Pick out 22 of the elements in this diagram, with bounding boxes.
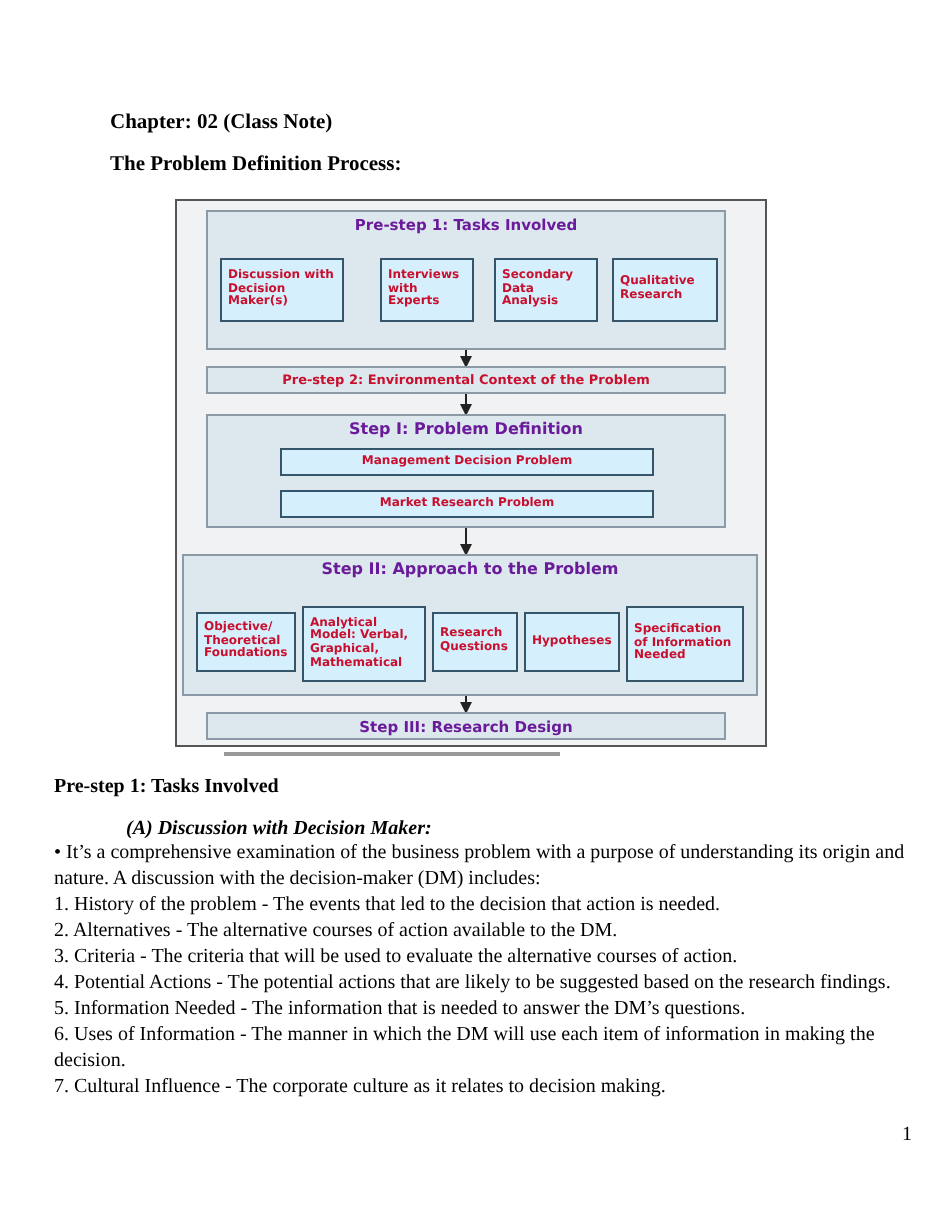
list-item: 6. Uses of Information - The manner in which the DM will use each item of information in making the decision. — [54, 1022, 877, 1074]
arrow — [460, 695, 472, 714]
title: Chapter: 02 (Class Note) — [110, 110, 333, 136]
paragraph: • It’s a comprehensive examination of the business problem with a purpose of understanding its origin and nature. A discussion with the decision-maker (DM) includes: — [54, 840, 907, 892]
list-item: 7. Cultural Influence - The corporate culture as it relates to decision making. — [54, 1074, 668, 1100]
heading: Pre-step 1: Tasks Involved — [54, 774, 281, 800]
group-panel — [182, 554, 758, 696]
page-number: 1 — [902, 1122, 914, 1148]
list-item: 1. History of the problem - The events that led to the decision that action is needed. — [54, 892, 723, 918]
group-title: Step I: Problem Definition — [349, 418, 583, 440]
group-panel — [206, 210, 726, 350]
list-item: 5. Information Needed - The information that is needed to answer the DM’s questions. — [54, 996, 748, 1022]
heading: The Problem Definition Process: — [110, 152, 404, 178]
group-title: Step II: Approach to the Problem — [321, 558, 619, 582]
arrow — [460, 393, 472, 416]
arrow — [460, 527, 472, 556]
group-panel — [206, 414, 726, 528]
list-item: 2. Alternatives - The alternative courses of action available to the DM. — [54, 918, 620, 944]
arrow — [460, 349, 472, 368]
list-item: 4. Potential Actions - The potential actions that are likely to be suggested based on the research findings. — [54, 970, 893, 996]
subheading: (A) Discussion with Decision Maker: — [126, 816, 434, 842]
list-item: 3. Criteria - The criteria that will be used to evaluate the alternative courses of action. — [54, 944, 740, 970]
